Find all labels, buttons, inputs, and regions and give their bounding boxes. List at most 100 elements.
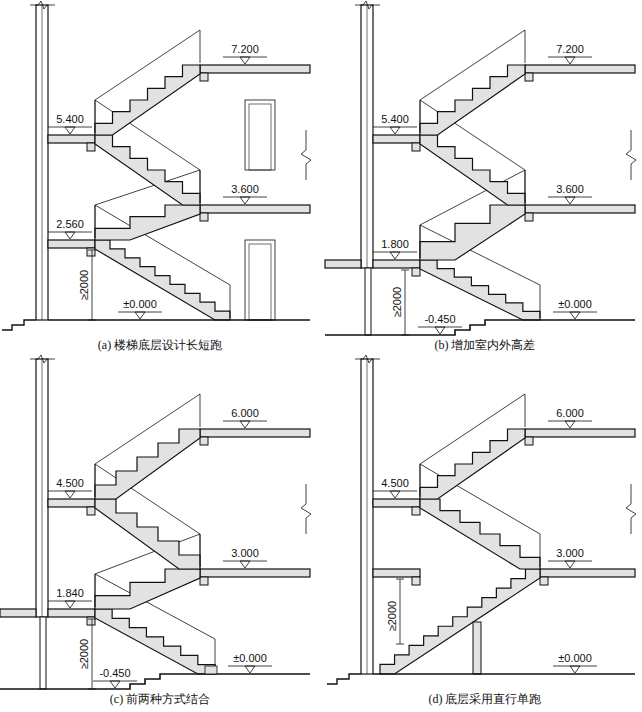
- floor-slab: [373, 569, 420, 577]
- stair-flight: [420, 135, 525, 205]
- beam: [87, 507, 95, 515]
- handrail: [95, 464, 200, 567]
- stair-flight: [95, 499, 200, 569]
- elevation-label: 2.560: [56, 218, 84, 230]
- dimension-label: ≥2000: [391, 287, 403, 318]
- floor-slab: [200, 65, 310, 73]
- stair-footing: [205, 666, 217, 674]
- stair-flight: [420, 429, 525, 499]
- elevation-label: 3.000: [556, 547, 584, 559]
- elevation-mark: [435, 327, 445, 334]
- elevation-mark: [390, 491, 400, 498]
- elevation-mark: [65, 601, 75, 608]
- subfigure-caption: (b) 增加室内外高差: [435, 339, 536, 352]
- dimension-tick: [88, 619, 96, 620]
- floor-slab: [525, 65, 635, 73]
- elevation-label: 1.840: [56, 587, 84, 599]
- dimension-label: ≥2000: [78, 270, 90, 301]
- wall-line: [367, 359, 368, 674]
- dimension-tick: [396, 644, 404, 645]
- handrail: [95, 100, 200, 203]
- stair-flight: [420, 205, 525, 260]
- elevation-mark: [65, 127, 75, 134]
- elevation-label: 3.600: [556, 183, 584, 195]
- wall-line: [42, 5, 43, 320]
- elevation-label: 3.600: [231, 183, 259, 195]
- floor-slab: [373, 260, 420, 268]
- stair-flight: [95, 205, 200, 240]
- dimension-tick: [88, 689, 96, 690]
- wall: [36, 359, 48, 617]
- dimension-tick: [88, 320, 96, 321]
- column: [40, 617, 46, 689]
- handrail: [95, 30, 200, 133]
- elevation-label: 6.000: [556, 407, 584, 419]
- dimension-line: [405, 270, 406, 335]
- dimension-line: [92, 619, 93, 689]
- floor-slab: [525, 429, 635, 437]
- beam: [200, 73, 208, 81]
- elevation-label: 1.800: [381, 238, 409, 250]
- stair-flight: [95, 240, 230, 320]
- wall: [361, 359, 373, 674]
- beam: [412, 143, 420, 151]
- elevation-mark: [565, 421, 575, 428]
- elevation-label: 5.400: [381, 113, 409, 125]
- dimension-tick: [401, 335, 409, 336]
- dimension-line: [400, 579, 401, 644]
- elevation-mark: [240, 421, 250, 428]
- handrail: [420, 170, 525, 258]
- handrail: [95, 394, 200, 497]
- elevation-mark: [565, 57, 575, 64]
- floor-slab: [373, 499, 420, 507]
- floor-slab: [48, 135, 95, 143]
- subfigure-caption: (a) 楼梯底层设计长短跑: [98, 339, 222, 352]
- beam: [87, 617, 95, 625]
- beam: [412, 507, 420, 515]
- door-frame: [245, 100, 275, 170]
- elevation-label: 4.500: [56, 477, 84, 489]
- dimension-tick: [396, 579, 404, 580]
- dimension-line: [92, 250, 93, 320]
- canopy-slab: [0, 609, 36, 617]
- beam: [525, 213, 533, 221]
- handrail: [95, 205, 230, 318]
- elevation-mark: [65, 491, 75, 498]
- break-line: [626, 130, 636, 180]
- elevation-mark: [570, 666, 580, 673]
- floor-slab: [200, 569, 310, 577]
- dimension-label: ≥2000: [386, 601, 398, 632]
- break-line: [30, 1, 55, 9]
- ground-line: [373, 673, 635, 675]
- elevation-label: 6.000: [231, 407, 259, 419]
- beam: [200, 577, 208, 585]
- handrail: [420, 100, 525, 203]
- elevation-mark: [135, 312, 145, 319]
- floor-slab: [200, 205, 310, 213]
- dimension-tick: [88, 250, 96, 251]
- subfigure-caption: (c) 前两种方式结合: [110, 693, 210, 706]
- elevation-label: 4.500: [381, 477, 409, 489]
- handrail: [420, 394, 525, 497]
- elevation-mark: [240, 57, 250, 64]
- door-frame: [249, 104, 271, 170]
- elevation-label: -0.450: [99, 667, 130, 679]
- beam: [412, 268, 420, 276]
- elevation-label: 7.200: [231, 43, 259, 55]
- beam: [200, 437, 208, 445]
- floor-slab: [200, 429, 310, 437]
- floor-slab: [48, 609, 95, 617]
- break-line: [355, 1, 380, 9]
- beam: [200, 213, 208, 221]
- door-frame: [245, 240, 275, 320]
- elevation-mark: [240, 197, 250, 204]
- floor-slab: [48, 499, 95, 507]
- wall-line: [367, 5, 368, 268]
- wall-line: [42, 359, 43, 617]
- door-frame: [249, 244, 271, 320]
- wall: [361, 5, 373, 268]
- elevation-label: 3.000: [231, 547, 259, 559]
- elevation-mark: [570, 312, 580, 319]
